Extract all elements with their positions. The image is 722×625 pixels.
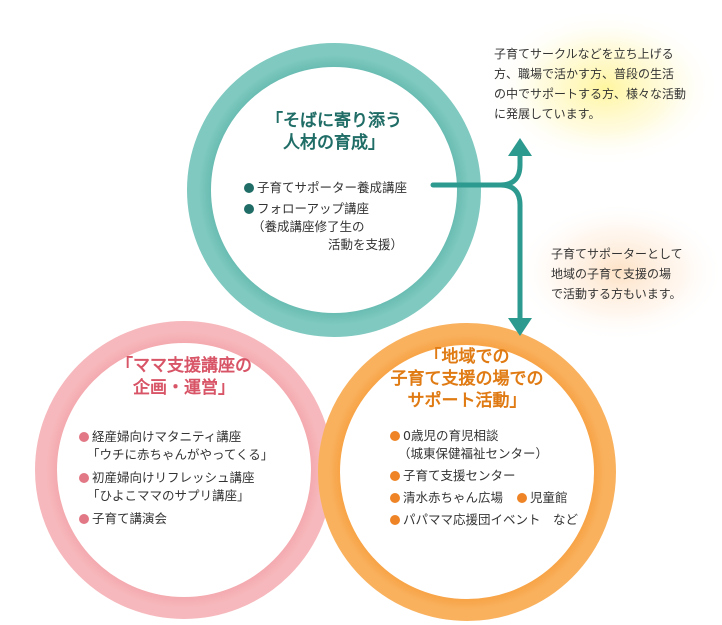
left-circle-title-line2: 企画・運営」 bbox=[133, 378, 235, 398]
note-top-line: 方、職場で活かす方、普段の生活 bbox=[494, 67, 675, 81]
note-top-glow bbox=[490, 10, 720, 166]
bullet-icon bbox=[244, 183, 254, 193]
bullet-icon bbox=[517, 493, 528, 503]
bullet-icon bbox=[79, 432, 89, 442]
bullet-icon bbox=[244, 204, 254, 214]
top-ring bbox=[187, 43, 481, 337]
note-top-line: に発展しています。 bbox=[494, 107, 601, 121]
left-circle-title: 「ママ支援講座の 企画・運営」 bbox=[84, 355, 284, 399]
note-right-line: で活動する方もいます。 bbox=[551, 287, 682, 301]
list-item: 初産婦向けリフレッシュ講座 「ひよこママのサプリ講座」 bbox=[79, 469, 273, 505]
right-circle-title: 「地域での 子育て支援の場での サポート活動」 bbox=[367, 346, 567, 412]
right-circle-title-line2: 子育て支援の場での bbox=[390, 369, 544, 389]
bullet-icon bbox=[390, 515, 400, 525]
arrow-head-down bbox=[508, 318, 532, 336]
branch-arrow bbox=[430, 151, 523, 323]
bullet-icon bbox=[390, 493, 400, 503]
right-circle-list: 0歳児の育児相談 （城東保健福祉センター） 子育て支援センター 清水赤ちゃん広場… bbox=[390, 427, 578, 532]
right-circle-title-line1: 「地域での bbox=[424, 347, 510, 367]
bullet-icon bbox=[79, 473, 89, 483]
right-circle-title-line3: サポート活動」 bbox=[407, 391, 527, 411]
bullet-icon bbox=[390, 471, 400, 481]
note-top-line: 子育てサークルなどを立ち上げる bbox=[494, 47, 674, 61]
note-right-glow bbox=[515, 202, 722, 342]
list-item: 0歳児の育児相談 （城東保健福祉センター） bbox=[390, 427, 578, 463]
note-right-line: 地域の子育て支援の場 bbox=[551, 267, 672, 281]
top-circle-title: 「そばに寄り添う 人材の育成」 bbox=[234, 110, 434, 154]
arrow-head-up bbox=[508, 138, 532, 156]
note-top-line: の中でサポートする方、様々な活動 bbox=[494, 87, 687, 101]
list-item: 子育て支援センター bbox=[390, 467, 578, 485]
list-item: 経産婦向けマタニティ講座 「ウチに赤ちゃんがやってくる」 bbox=[79, 428, 273, 464]
list-item: フォローアップ講座 （養成講座修了生の 活動を支援） bbox=[244, 200, 407, 254]
left-circle-title-line1: 「ママ支援講座の bbox=[116, 356, 252, 376]
top-circle-list: 子育てサポーター養成講座 フォローアップ講座 （養成講座修了生の 活動を支援） bbox=[244, 179, 407, 257]
left-circle-list: 経産婦向けマタニティ講座 「ウチに赤ちゃんがやってくる」 初産婦向けリフレッシュ… bbox=[79, 428, 273, 531]
note-right: 子育てサポーターとして 地域の子育て支援の場 で活動する方もいます。 bbox=[551, 244, 683, 304]
list-item: 子育てサポーター養成講座 bbox=[244, 179, 407, 197]
list-item: パパママ応援団イベント など bbox=[390, 511, 578, 529]
list-item: 子育て講演会 bbox=[79, 510, 273, 528]
top-circle-title-line2: 人材の育成」 bbox=[283, 133, 385, 153]
right-ring bbox=[318, 323, 616, 621]
bullet-icon bbox=[79, 514, 89, 524]
note-right-line: 子育てサポーターとして bbox=[551, 247, 683, 261]
bullet-icon bbox=[390, 431, 400, 441]
note-top: 子育てサークルなどを立ち上げる 方、職場で活かす方、普段の生活 の中でサポートす… bbox=[494, 44, 686, 124]
list-item: 清水赤ちゃん広場児童館 bbox=[390, 489, 578, 507]
top-circle-title-line1: 「そばに寄り添う bbox=[266, 111, 402, 131]
